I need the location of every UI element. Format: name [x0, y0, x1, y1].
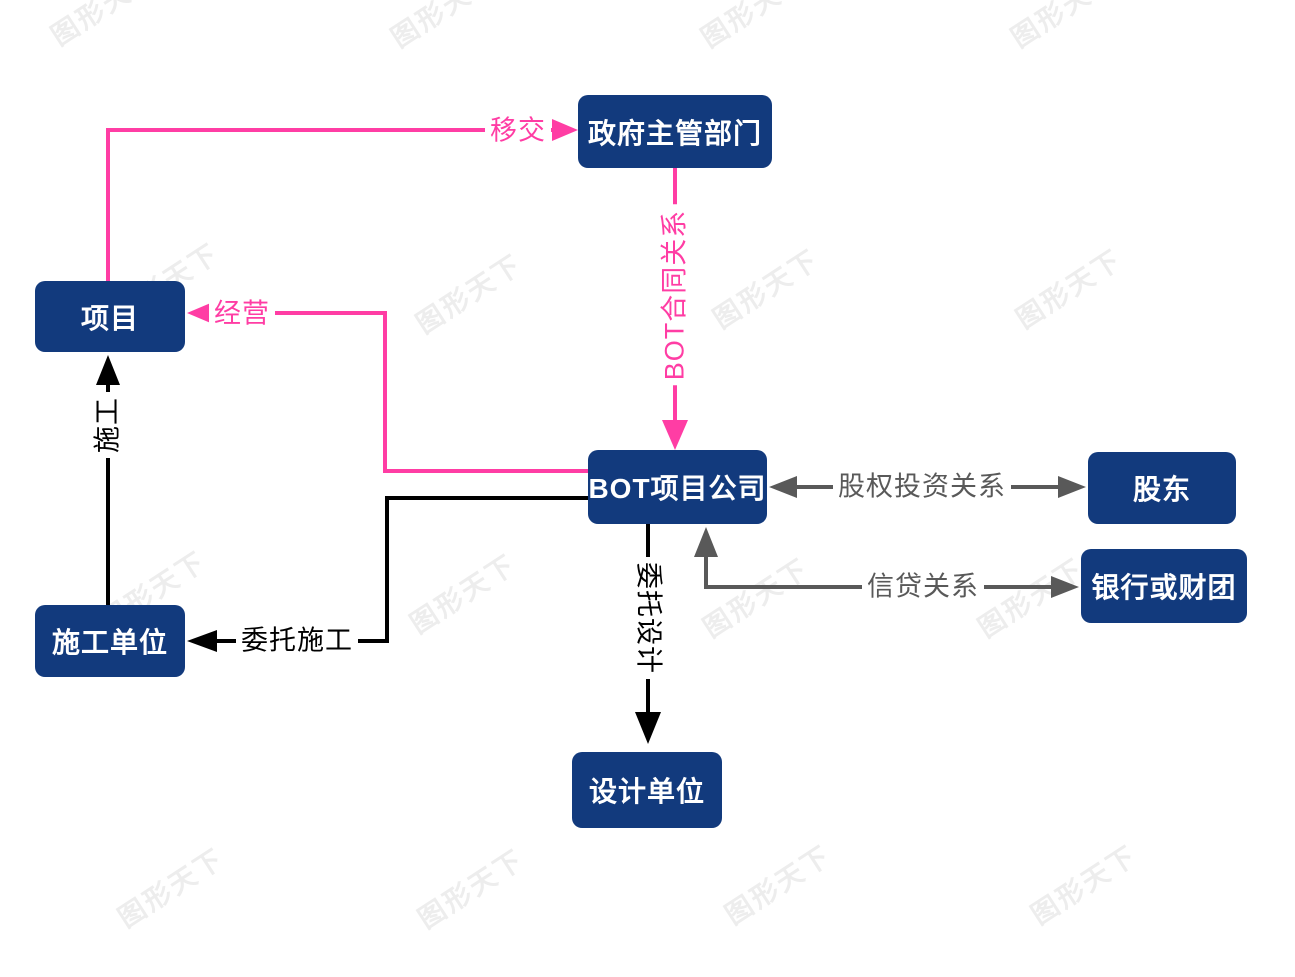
transfer-edge-label: 移交	[485, 115, 551, 147]
node-label: 股东	[1132, 474, 1191, 505]
entrust-construction-line-horizontal-1	[387, 496, 588, 500]
arrowhead-right-icon	[1051, 576, 1079, 598]
arrowhead-up-icon	[96, 355, 120, 385]
watermark: 图形天下	[412, 843, 530, 935]
construct-line	[106, 380, 110, 605]
node-construction-unit: 施工单位	[35, 605, 185, 677]
node-project: 项目	[35, 281, 185, 352]
watermark: 图形天下	[410, 248, 528, 340]
arrowhead-left-icon	[769, 476, 797, 498]
equity-edge-label: 股权投资关系	[833, 471, 1011, 503]
watermark: 图形天下	[385, 0, 503, 54]
arrowhead-right-icon	[552, 119, 578, 141]
entrust-construction-line-vertical	[385, 496, 389, 643]
operate-line-horizontal-1	[272, 311, 387, 315]
construct-edge-label: 施工	[92, 392, 124, 458]
watermark: 图形天下	[112, 842, 230, 934]
credit-edge-label: 信贷关系	[862, 571, 984, 603]
watermark: 图形天下	[1025, 839, 1143, 931]
node-government-department: 政府主管部门	[578, 95, 772, 168]
arrowhead-down-icon	[662, 420, 688, 450]
entrust-construction-edge-label: 委托施工	[236, 625, 358, 657]
watermark: 图形天下	[719, 839, 837, 931]
entrust-design-edge-label: 委托设计	[632, 557, 664, 679]
node-label: 施工单位	[51, 627, 168, 658]
node-bank: 银行或财团	[1081, 549, 1247, 623]
operate-line-horizontal-2	[383, 469, 588, 473]
watermark: 图形天下	[1005, 0, 1123, 54]
credit-line-vertical	[704, 552, 708, 589]
watermark: 图形天下	[707, 243, 825, 335]
transfer-line-vertical	[106, 130, 110, 281]
arrowhead-up-icon	[694, 527, 718, 557]
arrowhead-left-icon	[187, 302, 213, 324]
node-design-unit: 设计单位	[572, 752, 722, 828]
watermark: 图形天下	[45, 0, 163, 52]
transfer-line-horizontal	[106, 128, 488, 132]
operate-line-vertical	[383, 311, 387, 473]
watermark: 图形天下	[695, 0, 813, 54]
watermark: 图形天下	[404, 548, 522, 640]
bot-contract-edge-label: BOT合同关系	[659, 204, 691, 386]
watermark: 图形天下	[1010, 243, 1128, 335]
node-label: 项目	[80, 302, 139, 334]
node-shareholder: 股东	[1088, 452, 1236, 524]
node-label: 政府主管部门	[587, 117, 762, 149]
node-label: BOT项目公司	[588, 473, 767, 504]
operate-edge-label: 经营	[209, 298, 275, 330]
arrowhead-right-icon	[1058, 476, 1086, 498]
node-bot-company: BOT项目公司	[588, 450, 767, 524]
watermark: 图形天下	[697, 552, 815, 644]
node-label: 设计单位	[588, 776, 705, 807]
node-label: 银行或财团	[1091, 572, 1237, 603]
arrowhead-left-icon	[187, 630, 217, 652]
arrowhead-down-icon	[635, 712, 661, 744]
